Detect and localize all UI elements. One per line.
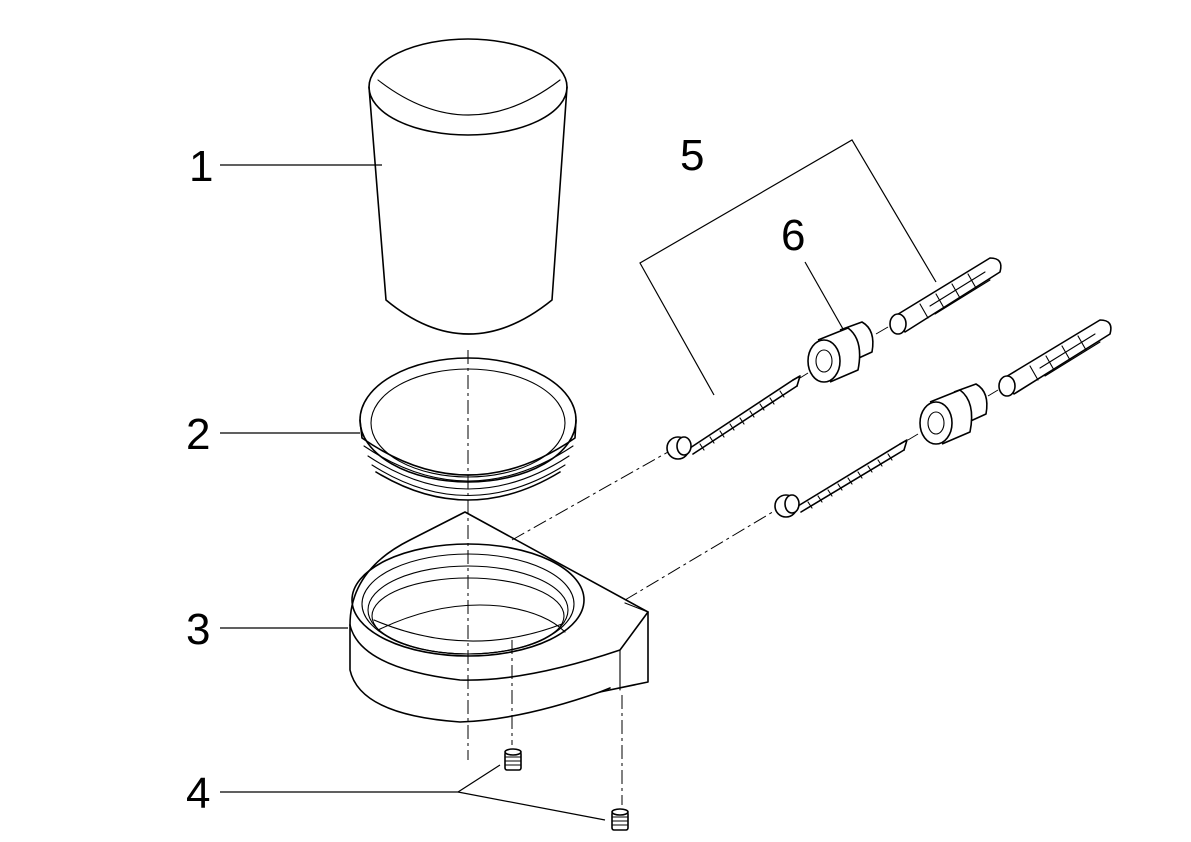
screw-upper	[666, 375, 801, 460]
set-screw-1	[504, 748, 522, 771]
spacer-sleeve-lower	[919, 383, 988, 445]
callout-6: 6	[781, 211, 806, 260]
callout-4: 4	[186, 769, 211, 818]
callout-2: 2	[186, 410, 211, 459]
center-lines	[467, 326, 999, 805]
callout-3: 3	[186, 605, 211, 654]
tumbler-glass	[368, 38, 568, 335]
callout-1: 1	[189, 142, 214, 191]
wall-holder	[349, 511, 649, 723]
leader-lines	[220, 139, 937, 821]
wall-plug-lower	[998, 319, 1112, 397]
spacer-sleeve-upper	[807, 321, 874, 383]
callout-5: 5	[680, 131, 705, 180]
set-screw-2	[611, 808, 629, 831]
wall-plug-upper	[889, 257, 1002, 335]
screw-lower	[774, 439, 908, 518]
